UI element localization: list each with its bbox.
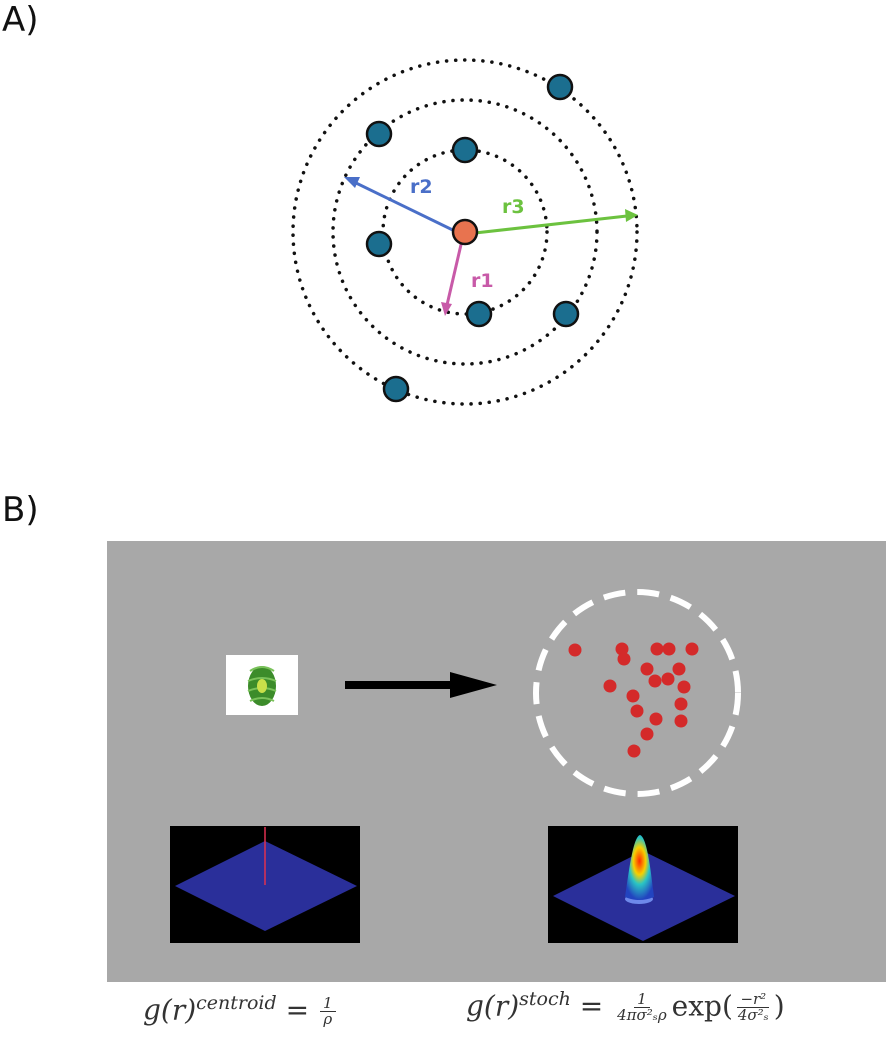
r1-label: r1 (471, 270, 494, 292)
r3-arrow (465, 214, 628, 236)
r3-arrowhead (625, 209, 638, 222)
r1-arrowhead (441, 302, 452, 316)
localization-point (630, 704, 644, 718)
stoch-eq-exp: exp (671, 989, 722, 1023)
localization-point (627, 744, 641, 758)
localization-diagram (170, 589, 741, 943)
neighbor-particle (365, 120, 393, 148)
shell-r2-ring (331, 98, 599, 366)
radial-distribution-diagram: r2 r3 r1 (291, 58, 639, 406)
neighbor-particle (546, 73, 574, 101)
localization-circle (533, 589, 741, 797)
r3-label: r3 (502, 196, 525, 218)
conversion-arrowhead (450, 672, 497, 698)
localization-point (685, 642, 699, 656)
localization-point (626, 689, 640, 703)
r2-arrow (353, 180, 464, 237)
stoch-eq-lhs: g(r) (466, 989, 520, 1023)
center-particle (451, 218, 479, 246)
gaussian-peak (625, 835, 654, 900)
localization-point (662, 642, 676, 656)
neighbor-particle (365, 230, 393, 258)
localization-point (615, 642, 629, 656)
centroid-eq-den: ρ (323, 1010, 333, 1029)
stoch-eq-sup: stoch (519, 988, 571, 1010)
neighbor-particle (552, 300, 580, 328)
centroid-surface (175, 841, 357, 931)
centroid-eq-lhs: g(r) (143, 993, 197, 1027)
localization-point (661, 672, 675, 686)
fluorescent-protein-icon (247, 666, 277, 706)
localization-point (568, 643, 582, 657)
centroid-eq-sup: centroid (196, 992, 277, 1014)
stoch-eq-num: 1 (634, 991, 650, 1009)
centroid-eq-num: 1 (319, 995, 336, 1013)
panel-b-background (107, 541, 886, 982)
localization-point (677, 680, 691, 694)
localization-point (617, 652, 631, 666)
panel-a-label: A) (2, 0, 39, 40)
panel-b-label: B) (2, 490, 39, 530)
stoch-eq-arg-num: −r² (737, 991, 770, 1009)
stoch-eq-den: 4πσ²ₛρ (617, 1006, 667, 1025)
neighbor-particle (465, 300, 493, 328)
r2-label: r2 (410, 176, 433, 198)
localization-point (672, 662, 686, 676)
localization-point (650, 642, 664, 656)
localization-point (674, 714, 688, 728)
neighbor-particle (451, 136, 479, 164)
localization-point (640, 662, 654, 676)
localization-point (603, 679, 617, 693)
stoch-eq-arg-den: 4σ²ₛ (737, 1006, 769, 1025)
shell-r1-ring (381, 148, 549, 316)
localization-point (674, 697, 688, 711)
localization-point (649, 712, 663, 726)
r1-arrow (445, 235, 465, 306)
localization-point (648, 674, 662, 688)
shell-r3-ring (291, 58, 639, 406)
neighbor-particle (382, 375, 410, 403)
localization-point (640, 727, 654, 741)
r2-arrowhead (344, 177, 360, 188)
